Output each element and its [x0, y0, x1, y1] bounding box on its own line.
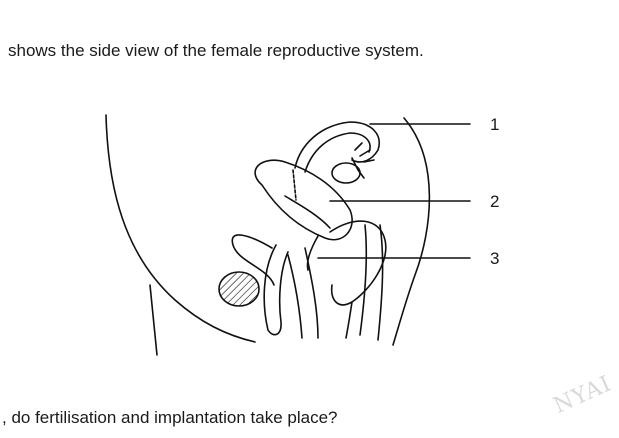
fimbriae	[351, 142, 375, 179]
question-prompt: , do fertilisation and implantation take…	[2, 408, 338, 427]
urethra-front	[345, 301, 353, 339]
pubic-line-2	[377, 224, 384, 341]
label-1: 1	[490, 115, 499, 134]
question-intro: shows the side view of the female reprod…	[8, 41, 424, 60]
fallopian-tube-inner	[304, 132, 371, 173]
cervix	[306, 235, 319, 271]
bladder	[329, 220, 387, 306]
label-2: 2	[490, 192, 499, 211]
pubic-line-1	[359, 224, 368, 336]
vagina-anterior-wall	[304, 247, 319, 339]
body-outline-front	[392, 117, 431, 346]
posterior-fold	[231, 234, 275, 286]
anal-canal	[263, 244, 289, 336]
label-3: 3	[490, 249, 499, 268]
rectum	[218, 271, 260, 307]
uterus-inner-cavity	[284, 195, 331, 229]
fallopian-tube	[294, 121, 380, 169]
body-outline-back	[105, 114, 256, 343]
fallopian-tube-dashed	[292, 169, 297, 201]
vagina-posterior-wall	[287, 254, 303, 339]
uterus	[254, 159, 353, 241]
thigh-back-line	[149, 284, 158, 356]
